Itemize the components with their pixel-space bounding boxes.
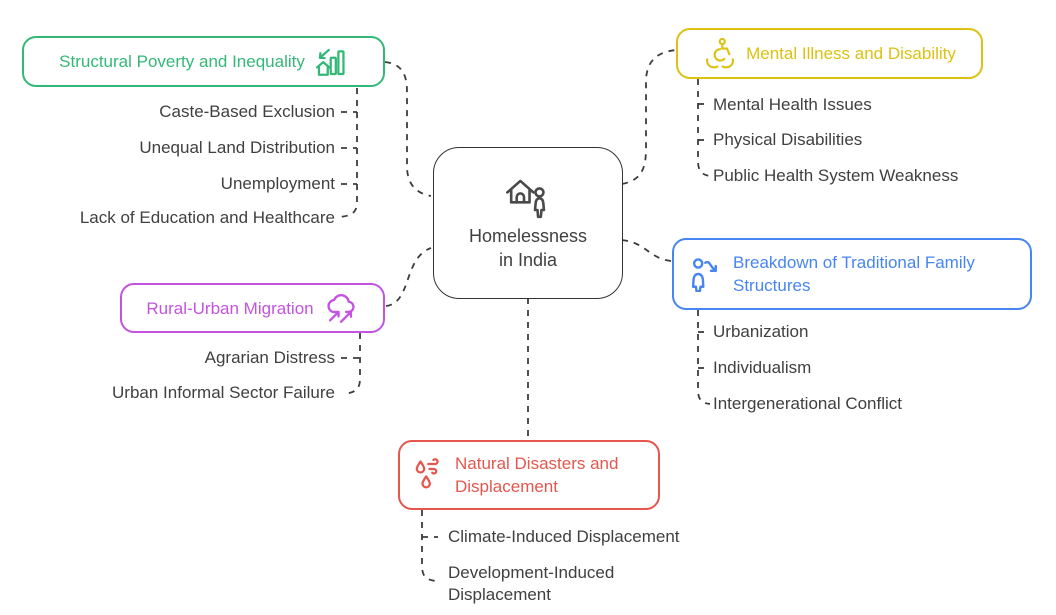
link-center-to-mental-illness — [621, 49, 677, 185]
center-title-line1: Homelessness — [468, 226, 588, 246]
leaf-urbanization: Urbanization — [713, 322, 809, 341]
branch-mental-illness-disability-label: Mental Illness and Disability — [746, 44, 956, 63]
leaf-caste-based-exclusion: Caste-Based Exclusion — [159, 102, 335, 121]
leaf-mental-health-issues: Mental Health Issues — [713, 95, 872, 114]
branch-natural-disasters-label: Natural Disasters and Displacement — [455, 454, 619, 496]
leaf-unemployment: Unemployment — [220, 174, 335, 193]
center-title-line2: in India — [498, 250, 558, 270]
tree-mental-illness-trunk — [697, 79, 711, 177]
leaf-climate-induced-displacement: Climate-Induced Displacement — [448, 527, 680, 546]
wheelchair-care-hands-icon — [703, 36, 737, 72]
leaf-public-health-system-weakness: Public Health System Weakness — [713, 166, 959, 185]
link-structural-poverty-to-center — [384, 61, 432, 197]
link-rural-urban-to-center — [385, 247, 432, 307]
leaf-development-induced-displacement: Development-Induced Displacement — [448, 563, 615, 604]
leaf-intergenerational-conflict: Intergenerational Conflict — [713, 394, 903, 413]
leaf-lack-education-healthcare: Lack of Education and Healthcare — [79, 208, 335, 227]
leaf-individualism: Individualism — [713, 358, 812, 377]
branch-structural-poverty: Structural Poverty and Inequality — [22, 36, 385, 87]
center-node-homelessness: Homelessness in India — [433, 147, 623, 299]
branch-rural-urban-migration-label: Rural-Urban Migration — [146, 298, 314, 318]
leaf-physical-disabilities: Physical Disabilities — [713, 130, 863, 149]
cloud-migration-arrows-icon — [323, 292, 359, 324]
flood-storm-droplets-icon — [412, 457, 446, 493]
person-decline-arrow-icon — [688, 256, 724, 292]
tree-structural-poverty-trunk — [338, 88, 358, 218]
branch-family-breakdown: Breakdown of Traditional Family Structur… — [672, 238, 1032, 310]
branch-structural-poverty-label: Structural Poverty and Inequality — [59, 52, 305, 71]
leaf-urban-informal-sector-failure: Urban Informal Sector Failure — [112, 383, 335, 402]
branch-family-breakdown-label: Breakdown of Traditional Family Structur… — [733, 253, 975, 295]
branch-rural-urban-migration: Rural-Urban Migration — [120, 283, 385, 333]
branch-natural-disasters: Natural Disasters and Displacement — [398, 440, 660, 510]
leaf-unequal-land-distribution: Unequal Land Distribution — [139, 138, 335, 157]
link-center-to-family-breakdown — [621, 239, 672, 262]
declining-economy-house-icon — [314, 45, 348, 79]
house-person-icon — [502, 174, 554, 220]
tree-natural-disasters-trunk — [421, 510, 437, 582]
branch-mental-illness-disability: Mental Illness and Disability — [676, 28, 983, 79]
tree-family-breakdown-trunk — [697, 310, 711, 405]
leaf-agrarian-distress: Agrarian Distress — [204, 348, 335, 367]
tree-rural-urban-trunk — [342, 333, 361, 395]
